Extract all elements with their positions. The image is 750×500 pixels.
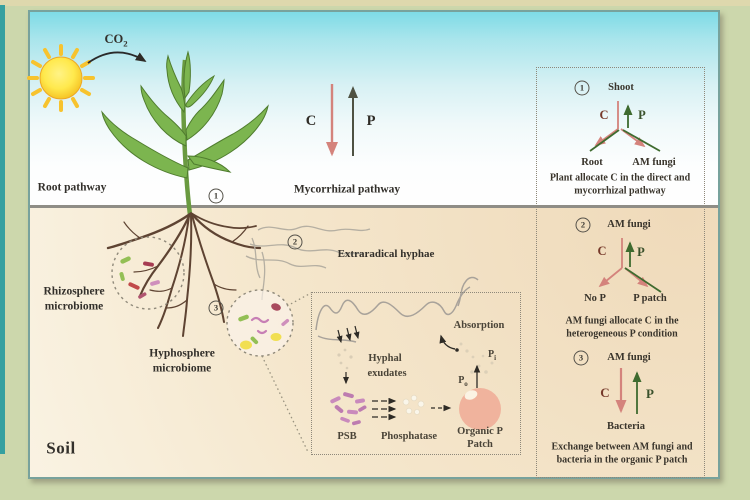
root-pathway-label: Root pathway [37, 181, 107, 194]
organic-p-patch-label-line1: Organic P [457, 426, 503, 438]
legend3-caption-line1: Exchange between AM fungi and [551, 441, 693, 453]
legend1-caption-line1: Plant allocate C in the direct and [549, 172, 691, 184]
organic-p-detail-box [311, 292, 521, 455]
psb-label: PSB [337, 431, 357, 443]
legend2-top-label: AM fungi [607, 219, 651, 231]
legend3-p-label: P [646, 385, 654, 401]
absorption-label: Absorption [453, 320, 505, 332]
legend-panel [536, 67, 705, 478]
soil-label: Soil [46, 438, 76, 458]
pi-label: Pi [487, 349, 497, 363]
legend1-badge: 1 [574, 80, 590, 96]
legend1-top-label: Shoot [608, 82, 634, 94]
phosphatase-label: Phosphatase [380, 431, 438, 443]
phosphorus-label: P [366, 113, 376, 130]
step-2-badge: 2 [287, 234, 303, 250]
legend2-badge: 2 [575, 217, 591, 233]
mycorrhizal-pathway-label: Mycorrhizal pathway [293, 183, 401, 196]
hyphal-exudates-label-line1: Hyphal [368, 353, 402, 365]
hyphal-exudates-label-line2: exudates [367, 368, 407, 380]
legend3-caption-line2: bacteria in the organic P patch [556, 454, 688, 466]
legend3-bottom-label: Bacteria [607, 421, 645, 433]
hyphosphere-label-line1: Hyphosphere [149, 347, 215, 360]
legend1-right-label: AM fungi [632, 157, 676, 169]
step-3-badge: 3 [208, 300, 224, 316]
legend3-top-label: AM fungi [607, 352, 651, 364]
rhizosphere-label-line2: microbiome [44, 300, 104, 313]
legend2-caption-line1: AM fungi allocate C in the [565, 315, 679, 327]
extraradical-hyphae-label: Extraradical hyphae [337, 247, 435, 260]
legend1-left-label: Root [581, 157, 603, 169]
top-strip [0, 0, 750, 6]
legend1-caption-line2: mycorrhizal pathway [574, 185, 666, 197]
carbon-label: C [305, 113, 317, 130]
hyphosphere-label-line2: microbiome [152, 362, 212, 375]
legend1-p-label: P [638, 108, 646, 123]
left-teal-strip [0, 5, 5, 454]
legend2-c-label: C [597, 244, 607, 259]
po-label: Po [458, 375, 468, 389]
legend2-left-label: No P [584, 293, 606, 305]
step-1-badge: 1 [208, 188, 224, 204]
legend2-right-label: P patch [633, 293, 667, 305]
legend2-caption-line2: heterogeneous P condition [566, 328, 678, 340]
rhizosphere-label-line1: Rhizosphere [43, 285, 105, 298]
soil-surface-line [30, 205, 718, 208]
legend3-badge: 3 [573, 350, 589, 366]
organic-p-patch-label-line2: Patch [467, 439, 493, 451]
co2-label: CO2 [104, 31, 128, 49]
legend1-c-label: C [599, 108, 609, 123]
legend2-p-label: P [637, 245, 645, 260]
legend3-c-label: C [600, 384, 610, 400]
